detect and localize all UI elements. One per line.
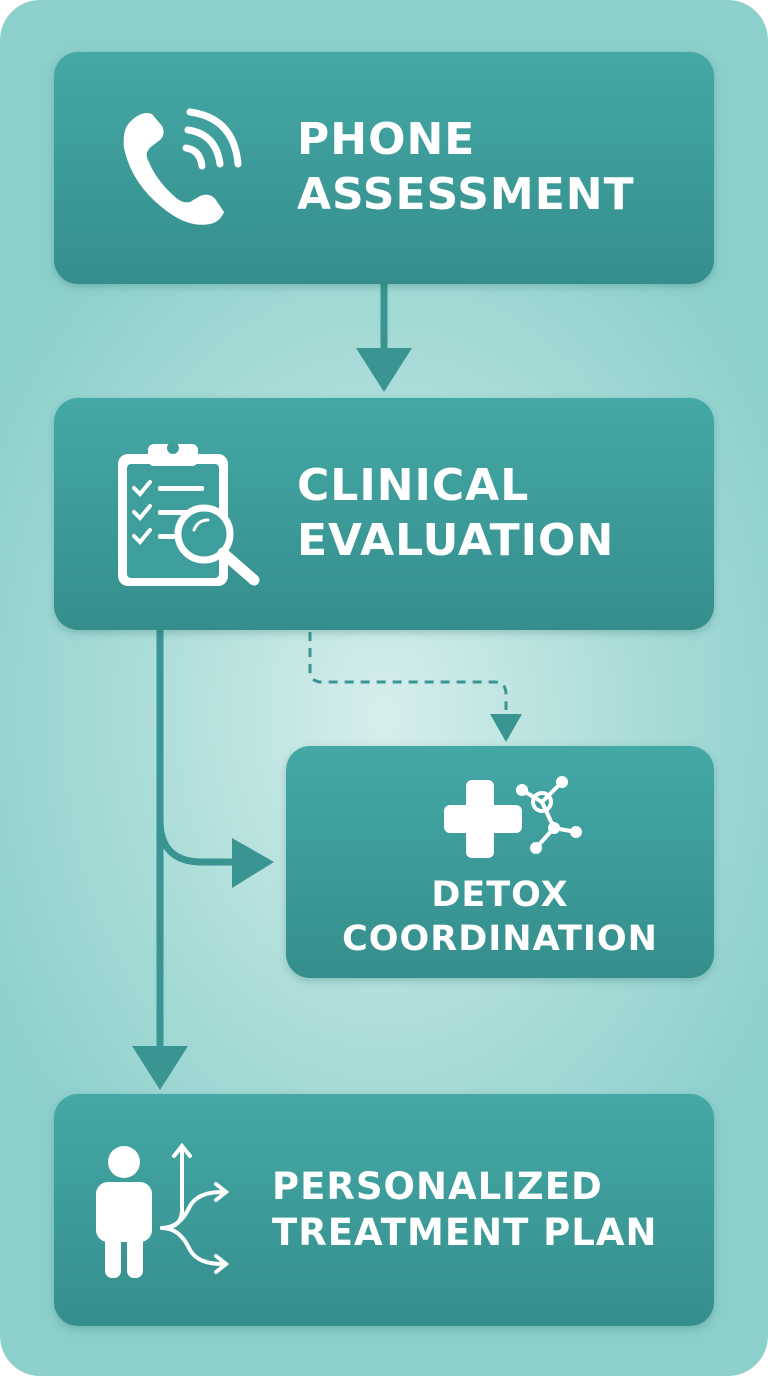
step-clinical-label: CLINICAL EVALUATION (297, 458, 614, 568)
step-clinical-evaluation: CLINICAL EVALUATION (54, 398, 714, 630)
arrowhead-clinical (356, 348, 412, 392)
step-plan-line1: PERSONALIZED (272, 1165, 603, 1208)
clipboard-search-icon (118, 442, 260, 586)
step-phone-line2: ASSESSMENT (297, 169, 635, 220)
step-plan-label: PERSONALIZED TREATMENT PLAN (272, 1164, 657, 1257)
step-phone-line1: PHONE (297, 114, 476, 165)
step-phone-label: PHONE ASSESSMENT (297, 112, 635, 222)
step-detox-coordination: DETOX COORDINATION (286, 746, 714, 978)
step-personalized-treatment-plan: PERSONALIZED TREATMENT PLAN (54, 1094, 714, 1326)
step-detox-label: DETOX COORDINATION (286, 874, 714, 962)
step-phone-assessment: PHONE ASSESSMENT (54, 52, 714, 284)
step-clinical-line1: CLINICAL (297, 460, 530, 511)
dashed-arrow-clinical-to-detox (308, 632, 508, 710)
step-detox-line1: DETOX (431, 875, 569, 915)
person-branching-arrows-icon (96, 1142, 230, 1278)
phone-icon (123, 108, 242, 225)
step-detox-line2: COORDINATION (342, 918, 658, 959)
step-plan-line2: TREATMENT PLAN (272, 1211, 658, 1255)
branch-to-detox (156, 819, 240, 866)
medical-cross-molecule-icon (444, 776, 582, 858)
arrowhead-detox-branch (232, 838, 274, 888)
arrowhead-plan (132, 1046, 188, 1090)
step-clinical-line2: EVALUATION (297, 515, 615, 566)
dashed-arrowhead-detox (490, 714, 522, 742)
